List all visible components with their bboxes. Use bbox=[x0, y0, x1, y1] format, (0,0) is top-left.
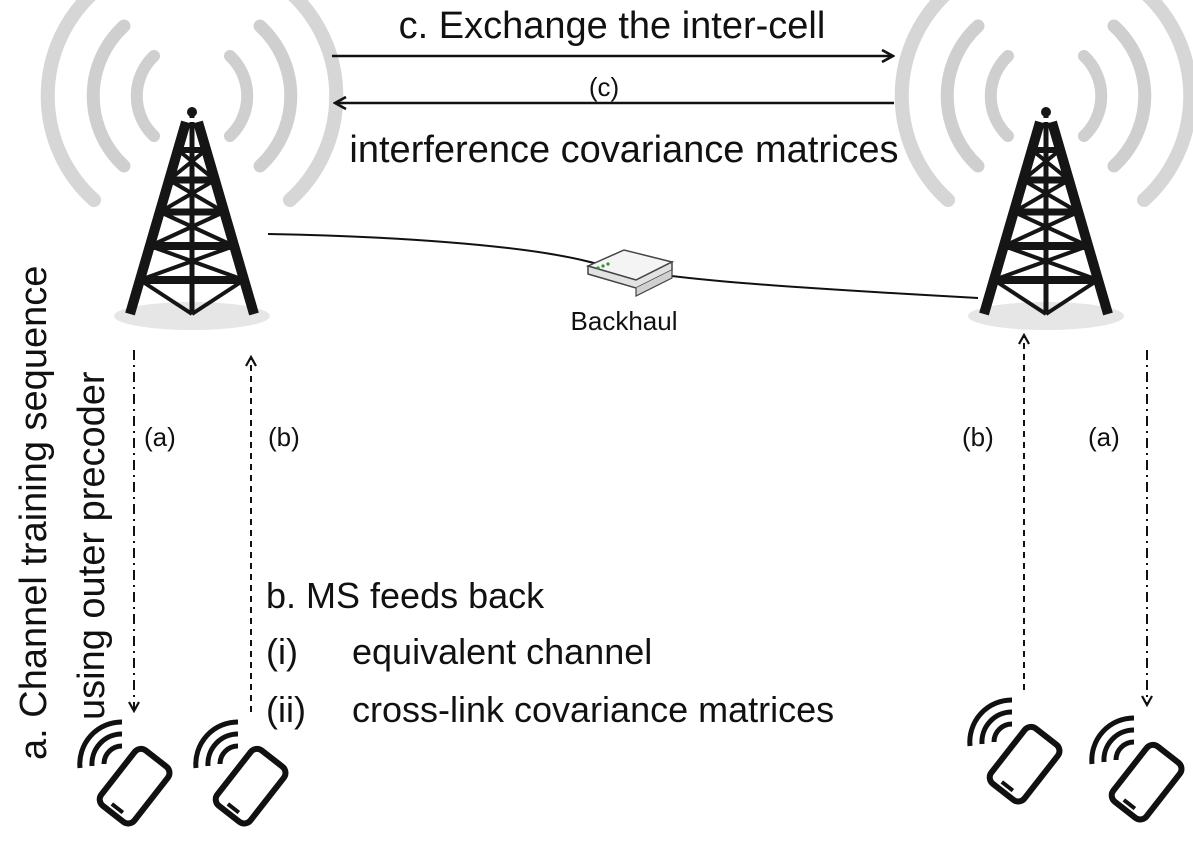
training-label-group: a. Channel training sequence using outer… bbox=[13, 266, 113, 760]
exchange-label-c: (c) bbox=[589, 72, 619, 102]
base-station-left bbox=[48, 0, 337, 330]
training-label-line1: a. Channel training sequence bbox=[13, 266, 55, 760]
label-b-right: (b) bbox=[962, 422, 994, 452]
feedback-item-i-number: (i) bbox=[266, 631, 298, 672]
label-a-left: (a) bbox=[144, 422, 176, 452]
cell-tower-icon bbox=[114, 107, 270, 330]
feedback-item-ii-number: (ii) bbox=[266, 689, 306, 730]
label-a-right: (a) bbox=[1088, 422, 1120, 452]
smartphone-icon bbox=[1092, 718, 1185, 823]
exchange-label-top: c. Exchange the inter-cell bbox=[399, 5, 826, 47]
label-b-left: (b) bbox=[268, 422, 300, 452]
router-icon bbox=[585, 249, 675, 297]
exchange-label-bottom: interference covariance matrices bbox=[349, 129, 898, 171]
backhaul-link bbox=[267, 233, 979, 299]
base-station-right bbox=[902, 0, 1191, 330]
cell-tower-icon bbox=[968, 107, 1124, 330]
training-label-line2: using outer precoder bbox=[71, 371, 113, 720]
feedback-title: b. MS feeds back bbox=[266, 575, 545, 616]
smartphone-icon bbox=[80, 722, 173, 827]
feedback-item-ii-text: cross-link covariance matrices bbox=[352, 689, 834, 730]
feedback-item-i-text: equivalent channel bbox=[352, 631, 652, 672]
smartphone-icon bbox=[196, 722, 289, 827]
backhaul-label: Backhaul bbox=[571, 306, 678, 336]
smartphone-icon bbox=[970, 700, 1063, 805]
